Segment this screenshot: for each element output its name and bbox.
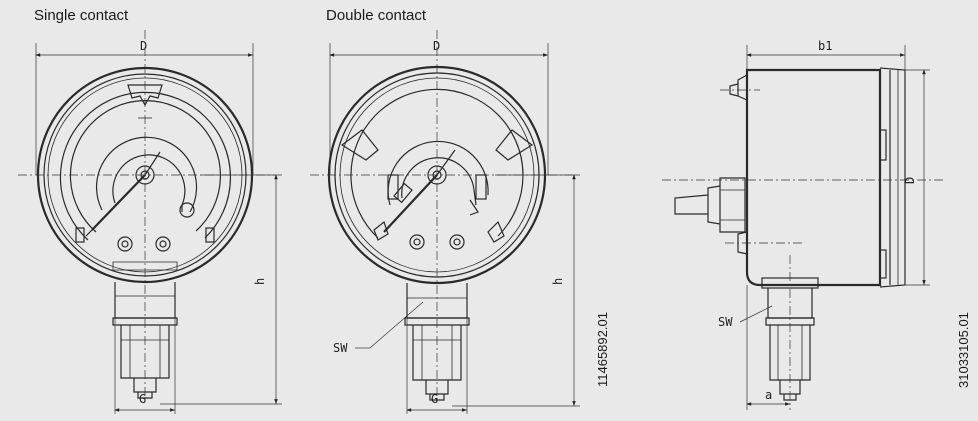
dim-label-h-single: h <box>253 278 267 285</box>
dim-label-a: a <box>765 388 772 402</box>
doc-id-left: 11465892.01 <box>595 312 610 387</box>
dim-label-h-double: h <box>551 278 565 285</box>
heading-single-contact: Single contact <box>34 7 129 24</box>
dim-label-D-single: D <box>140 39 147 53</box>
dim-label-D-side: D <box>903 177 917 184</box>
dim-label-G-single: G <box>139 392 146 406</box>
dim-label-SW-double: SW <box>333 341 348 355</box>
gauge-single-contact: D <box>18 30 282 414</box>
doc-id-right: 31033105.01 <box>956 312 971 388</box>
gauge-double-contact: D <box>310 30 580 414</box>
dim-label-G-double: G <box>431 392 438 406</box>
gauge-side-view: b1 <box>662 39 945 410</box>
heading-double-contact: Double contact <box>326 7 427 24</box>
dim-label-b1: b1 <box>818 39 832 53</box>
dim-label-SW-side: SW <box>718 315 733 329</box>
dim-label-D-double: D <box>433 39 440 53</box>
